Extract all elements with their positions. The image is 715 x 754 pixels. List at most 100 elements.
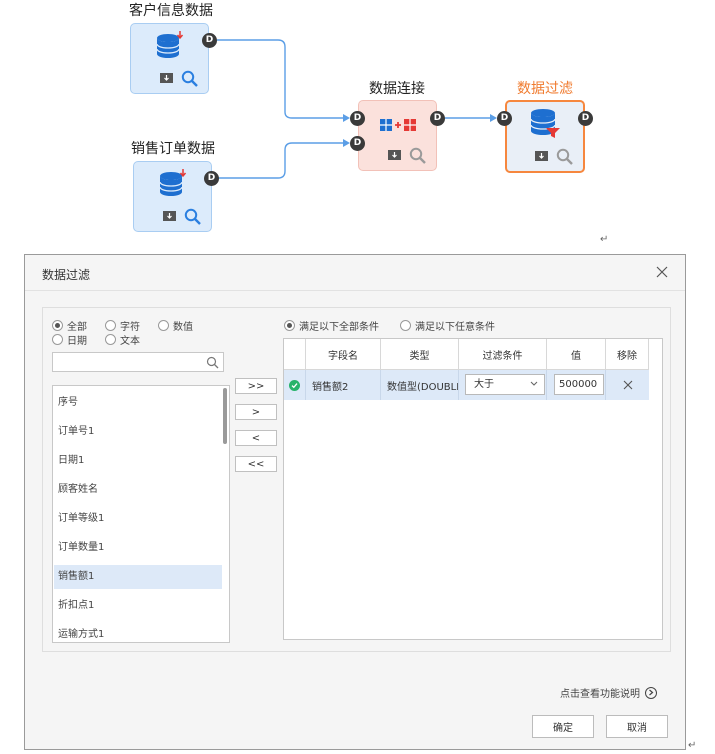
radio-type-string[interactable]: 字符	[105, 318, 140, 333]
wire-sales-to-join	[218, 142, 344, 179]
node-data-join[interactable]	[358, 100, 437, 171]
remove-button[interactable]: <	[235, 430, 277, 446]
title-divider	[25, 290, 685, 291]
add-button[interactable]: >	[235, 404, 277, 420]
preview-search-icon[interactable]	[184, 208, 202, 226]
folder-download-icon	[388, 150, 401, 160]
list-scrollbar[interactable]	[223, 388, 227, 444]
flow-canvas: 客户信息数据 D 销售订单数据	[0, 0, 715, 245]
condition-selected-value: 大于	[474, 379, 494, 390]
node-title-customer: 客户信息数据	[129, 3, 213, 19]
row-status-cell	[284, 370, 306, 400]
preview-search-icon[interactable]	[556, 148, 574, 166]
paragraph-mark: ↵	[600, 234, 609, 245]
radio-match-any[interactable]: 满足以下任意条件	[400, 318, 495, 333]
input-port-filter[interactable]: D	[497, 111, 512, 126]
output-port-sales[interactable]: D	[204, 171, 219, 186]
radio-dot	[105, 334, 116, 345]
table-header-type: 类型	[381, 339, 459, 370]
node-customer-data[interactable]	[130, 23, 209, 94]
radio-type-text[interactable]: 文本	[105, 332, 140, 347]
preview-search-icon[interactable]	[409, 147, 427, 165]
row-value-cell: 500000	[547, 370, 606, 400]
cancel-button[interactable]: 取消	[606, 715, 668, 738]
radio-dot	[158, 320, 169, 331]
chevron-right-circle-icon	[645, 686, 657, 699]
row-remove-cell	[606, 370, 649, 400]
preview-search-icon[interactable]	[181, 70, 199, 88]
node-title-sales: 销售订单数据	[131, 141, 215, 157]
radio-type-number[interactable]: 数值	[158, 318, 193, 333]
search-icon	[206, 356, 219, 369]
radio-dot	[105, 320, 116, 331]
input-port-join-1[interactable]: D	[350, 111, 365, 126]
ok-button[interactable]: 确定	[532, 715, 594, 738]
help-link[interactable]: 点击查看功能说明	[560, 685, 657, 700]
condition-select[interactable]: 大于	[465, 374, 545, 395]
dialog-title: 数据过滤	[42, 268, 91, 282]
database-filter-icon	[530, 109, 560, 138]
row-field-type: 数值型(DOUBLE)	[381, 370, 459, 400]
node-sales-order-data[interactable]	[133, 161, 212, 232]
list-item[interactable]: 日期1	[58, 455, 85, 466]
output-port-filter[interactable]: D	[578, 111, 593, 126]
input-port-join-2[interactable]: D	[350, 136, 365, 151]
paragraph-mark-bottom: ↵	[688, 740, 697, 751]
radio-label: 满足以下任意条件	[415, 322, 495, 333]
list-item[interactable]: 折扣点1	[58, 600, 95, 611]
wire-customer-to-join	[217, 39, 344, 119]
arrow-head-2	[343, 139, 350, 147]
data-filter-dialog: 数据过滤 全部 字符 数值 日期 文本 序号 订单号	[24, 254, 686, 750]
field-search-input[interactable]	[52, 352, 224, 372]
folder-download-icon	[535, 151, 548, 161]
radio-type-date[interactable]: 日期	[52, 332, 87, 347]
radio-match-all[interactable]: 满足以下全部条件	[284, 318, 379, 333]
filter-panel: 全部 字符 数值 日期 文本 序号 订单号1 日期1 顾客姓名 订单等级1	[42, 307, 671, 652]
remove-x-icon[interactable]	[623, 380, 633, 390]
arrow-head-3	[490, 114, 497, 122]
output-port-join[interactable]: D	[430, 111, 445, 126]
radio-type-all[interactable]: 全部	[52, 318, 87, 333]
radio-label: 满足以下全部条件	[299, 322, 379, 333]
list-item[interactable]: 顾客姓名	[58, 484, 98, 495]
radio-dot	[400, 320, 411, 331]
node-data-filter[interactable]	[505, 100, 585, 173]
list-item[interactable]: 订单号1	[58, 426, 95, 437]
arrow-head-1	[343, 114, 350, 122]
help-link-text: 点击查看功能说明	[560, 689, 640, 700]
remove-all-button[interactable]: <<	[235, 456, 277, 472]
table-join-icon	[380, 119, 416, 131]
radio-label: 日期	[67, 336, 87, 347]
value-input[interactable]: 500000	[554, 374, 604, 395]
database-icon	[156, 31, 184, 58]
radio-dot	[52, 334, 63, 345]
list-item-selected[interactable]: 销售额1	[54, 565, 222, 589]
node-title-join: 数据连接	[369, 81, 425, 97]
list-item[interactable]: 订单数量1	[58, 542, 105, 553]
radio-label: 字符	[120, 322, 140, 333]
table-header-value: 值	[547, 339, 606, 370]
radio-dot	[52, 320, 63, 331]
table-header-status	[284, 339, 306, 370]
database-icon	[159, 169, 187, 196]
radio-label: 文本	[120, 336, 140, 347]
list-item[interactable]: 运输方式1	[58, 629, 105, 640]
chevron-down-icon	[530, 381, 538, 386]
table-header-remove: 移除	[606, 339, 649, 370]
list-item[interactable]: 订单等级1	[58, 513, 105, 524]
close-icon[interactable]	[655, 265, 669, 279]
list-item[interactable]: 序号	[58, 397, 78, 408]
connection-wires	[217, 39, 497, 179]
field-list[interactable]: 序号 订单号1 日期1 顾客姓名 订单等级1 订单数量1 销售额1 折扣点1 运…	[52, 385, 230, 643]
table-row[interactable]: 销售额2 数值型(DOUBLE) 大于 500000	[284, 370, 649, 400]
table-header-field: 字段名	[306, 339, 381, 370]
add-all-button[interactable]: >>	[235, 378, 277, 394]
row-field-name: 销售额2	[306, 370, 381, 400]
folder-download-icon	[160, 73, 173, 83]
output-port-customer[interactable]: D	[202, 33, 217, 48]
row-condition-cell: 大于	[459, 370, 547, 400]
radio-label: 数值	[173, 322, 193, 333]
check-circle-icon	[289, 379, 300, 391]
folder-download-icon	[163, 211, 176, 221]
radio-dot	[284, 320, 295, 331]
